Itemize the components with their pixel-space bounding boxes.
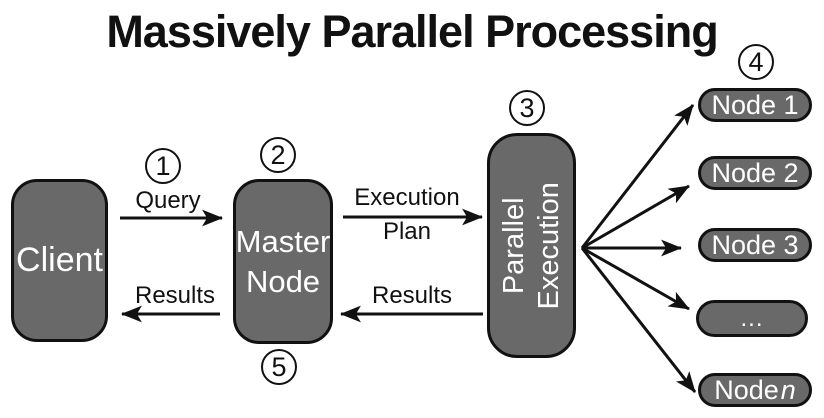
worker-node-2: Node 2 [698,156,812,190]
worker-node-ellipsis: ... [696,300,808,337]
execution-plan-label-line1: Execution [354,184,460,211]
step-badge-3: 3 [509,90,545,126]
parallel-execution-label-line2: Execution [532,181,565,310]
step-badge-1-number: 1 [155,150,171,181]
worker-node-2-label: Node 2 [711,157,799,188]
worker-node-n-variable: n [780,374,796,405]
parallel-execution-label-line1: Parallel [497,197,530,294]
parallel-execution-box: Parallel Execution [487,133,576,358]
worker-node-1: Node 1 [698,88,812,122]
worker-node-3: Node 3 [698,228,812,262]
client-label: Client [16,241,103,279]
parallel-execution-label: Parallel Execution [497,182,567,309]
step-badge-5-number: 5 [271,351,287,382]
fanout-arrow-node-n [580,247,697,393]
query-label: Query [135,187,201,214]
results-label-left: Results [134,282,216,309]
step-badge-5: 5 [261,349,297,385]
step-badge-2: 2 [260,137,296,173]
master-node-label-line2: Node [245,263,321,299]
fanout-arrow-node-2 [581,184,690,250]
master-node-label-line1: Master [235,224,331,260]
step-badge-4-number: 4 [748,46,764,77]
worker-node-n-label: Node [714,374,779,405]
results-label-right: Results [371,282,453,309]
step-badge-2-number: 2 [270,139,286,170]
worker-node-3-label: Node 3 [711,229,799,260]
step-badge-4: 4 [738,44,774,80]
step-badge-1: 1 [145,148,181,184]
client-box: Client [11,179,108,342]
master-node-box: Master Node [233,179,333,344]
fanout-arrow-node-1 [580,104,695,249]
step-badge-3-number: 3 [519,92,535,123]
worker-node-ellipsis-label: ... [740,304,764,332]
diagram-title: Massively Parallel Processing [106,6,718,57]
fanout-arrow-ellipsis [581,246,690,311]
worker-node-1-label: Node 1 [711,89,799,120]
execution-plan-label-line2: Plan [382,218,432,245]
